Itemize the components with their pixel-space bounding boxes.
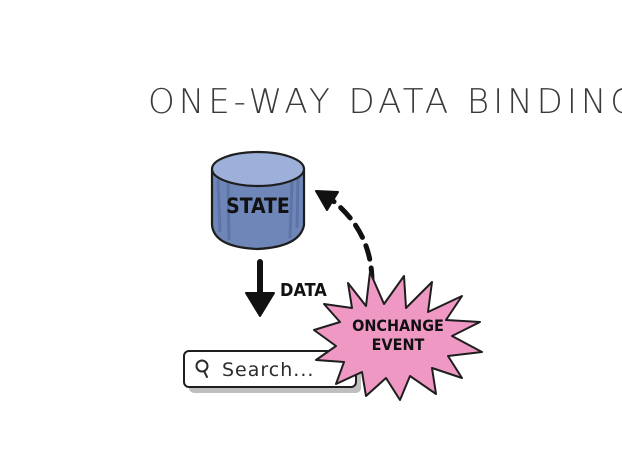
- onchange-event-burst: ONCHANGE EVENT: [313, 271, 483, 401]
- search-box[interactable]: Search...: [183, 350, 361, 393]
- event-to-state-arrow: [315, 190, 375, 285]
- event-arrow-head: [315, 190, 339, 211]
- data-arrow: DATA: [245, 259, 327, 317]
- search-icon: [195, 359, 209, 378]
- event-label-line2: EVENT: [372, 335, 425, 354]
- state-label: STATE: [226, 194, 290, 218]
- data-arrow-head: [245, 292, 275, 317]
- state-cylinder: STATE: [210, 150, 306, 251]
- state-cylinder-top: [210, 150, 306, 188]
- search-text: Search...: [222, 359, 314, 381]
- burst-shape: [313, 271, 483, 401]
- data-arrow-label: DATA: [280, 280, 327, 301]
- state-cylinder-body: [210, 168, 306, 251]
- event-label-line1: ONCHANGE: [352, 316, 444, 335]
- diagram-title: ONE-WAY DATA BINDING: [148, 82, 622, 122]
